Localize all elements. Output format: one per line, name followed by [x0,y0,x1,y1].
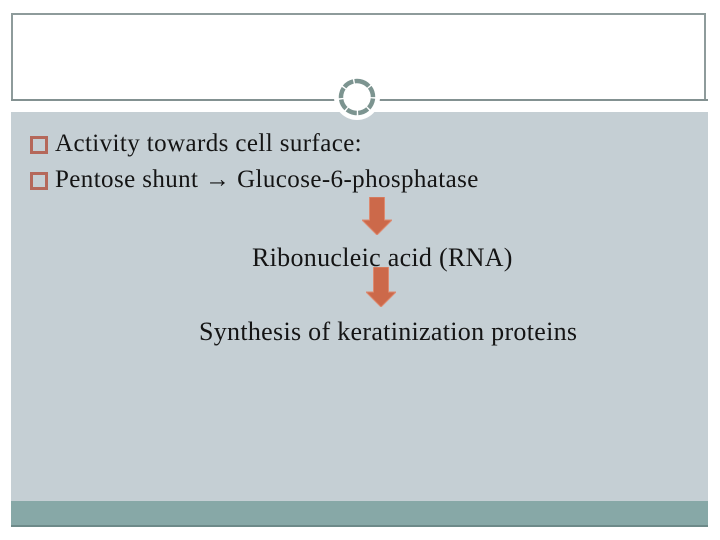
bullet-item: Pentose shunt → Glucose-6-phosphatase [30,165,479,195]
circle-ornament [334,74,380,120]
content-area [11,112,708,501]
bullet-square-icon [30,172,48,190]
down-arrow-icon [360,196,394,240]
down-arrow-icon [364,266,398,312]
bullet-item: Activity towards cell surface: [30,129,362,159]
flow-step-text: Synthesis of keratinization proteins [199,317,578,346]
ring-icon [338,78,376,116]
bullet-text: Activity towards cell surface: [55,130,363,157]
bullet-text: Pentose shunt → Glucose-6-phosphatase [55,166,479,193]
footer-bar [11,501,708,527]
bullet-square-icon [30,136,48,154]
